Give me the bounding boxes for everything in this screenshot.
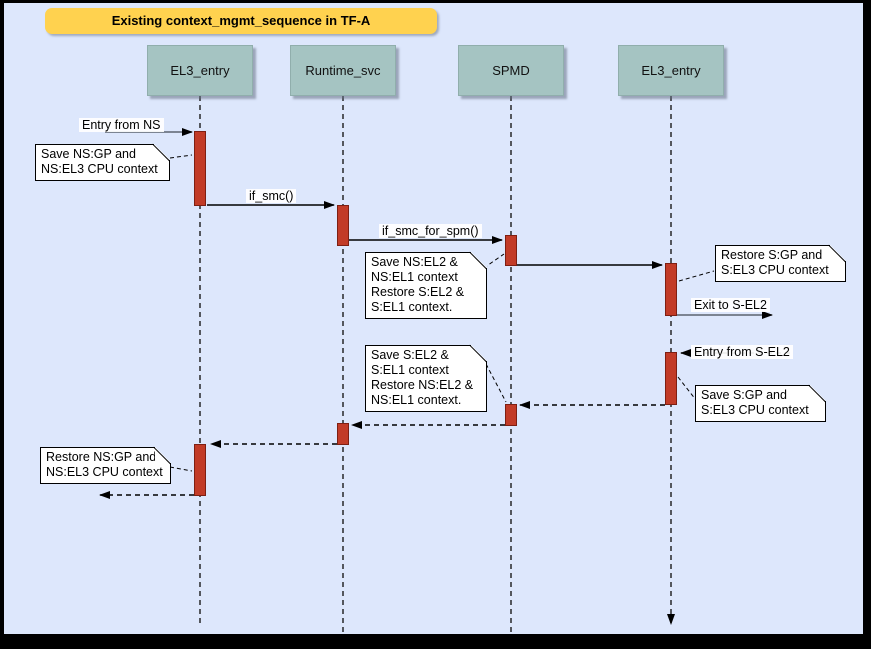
connector-note-save-ns-gp [169, 154, 193, 159]
actor-label: Runtime_svc [305, 63, 381, 78]
message-label-entry-from-s-el2: Entry from S-EL2 [691, 345, 793, 359]
activation-bar-el3-right-1 [665, 263, 677, 316]
connector-note-save-s-gp [677, 376, 697, 401]
message-label-if-smc-for-spm: if_smc_for_spm() [379, 224, 482, 238]
activation-bar-el3-right-2 [665, 352, 677, 405]
activation-bar-spmd-2 [505, 404, 517, 426]
actor-spmd: SPMD [458, 45, 564, 96]
note-save-s-gp-context: Save S:GP and S:EL3 CPU context [695, 385, 826, 422]
note-restore-ns-gp-context: Restore NS:GP and NS:EL3 CPU context [40, 447, 171, 484]
actor-label: EL3_entry [641, 63, 701, 78]
note-connectors [169, 154, 715, 472]
message-label-if-smc: if_smc() [246, 189, 297, 203]
connector-note-restore-s-gp [678, 270, 715, 282]
message-label-entry-from-ns: Entry from NS [79, 118, 164, 132]
activation-bar-el3-left-1 [194, 131, 206, 206]
message-lines [99, 128, 790, 499]
note-restore-s-gp-context: Restore S:GP and S:EL3 CPU context [715, 245, 846, 282]
connector-note-restore-ns-gp [169, 466, 193, 472]
note-save-ns-el2-context: Save NS:EL2 & NS:EL1 context Restore S:E… [365, 252, 487, 319]
note-save-ns-gp-context: Save NS:GP and NS:EL3 CPU context [35, 144, 170, 181]
actor-el3-entry-right: EL3_entry [618, 45, 724, 96]
actor-label: EL3_entry [170, 63, 230, 78]
connector-note-save-s-el2 [485, 363, 507, 403]
actor-el3-entry-left: EL3_entry [147, 45, 253, 96]
message-label-exit-to-s-el2: Exit to S-EL2 [691, 298, 770, 312]
activation-bar-runtime-svc-1 [337, 205, 349, 246]
activation-bar-spmd-1 [505, 235, 517, 266]
activation-bar-runtime-svc-2 [337, 423, 349, 445]
note-save-s-el2-context: Save S:EL2 & S:EL1 context Restore NS:EL… [365, 345, 487, 412]
actor-runtime-svc: Runtime_svc [290, 45, 396, 96]
activation-bar-el3-left-2 [194, 444, 206, 496]
diagram-title: Existing context_mgmt_sequence in TF-A [45, 8, 437, 34]
connector-note-save-ns-el2 [477, 253, 505, 273]
actor-label: SPMD [492, 63, 530, 78]
